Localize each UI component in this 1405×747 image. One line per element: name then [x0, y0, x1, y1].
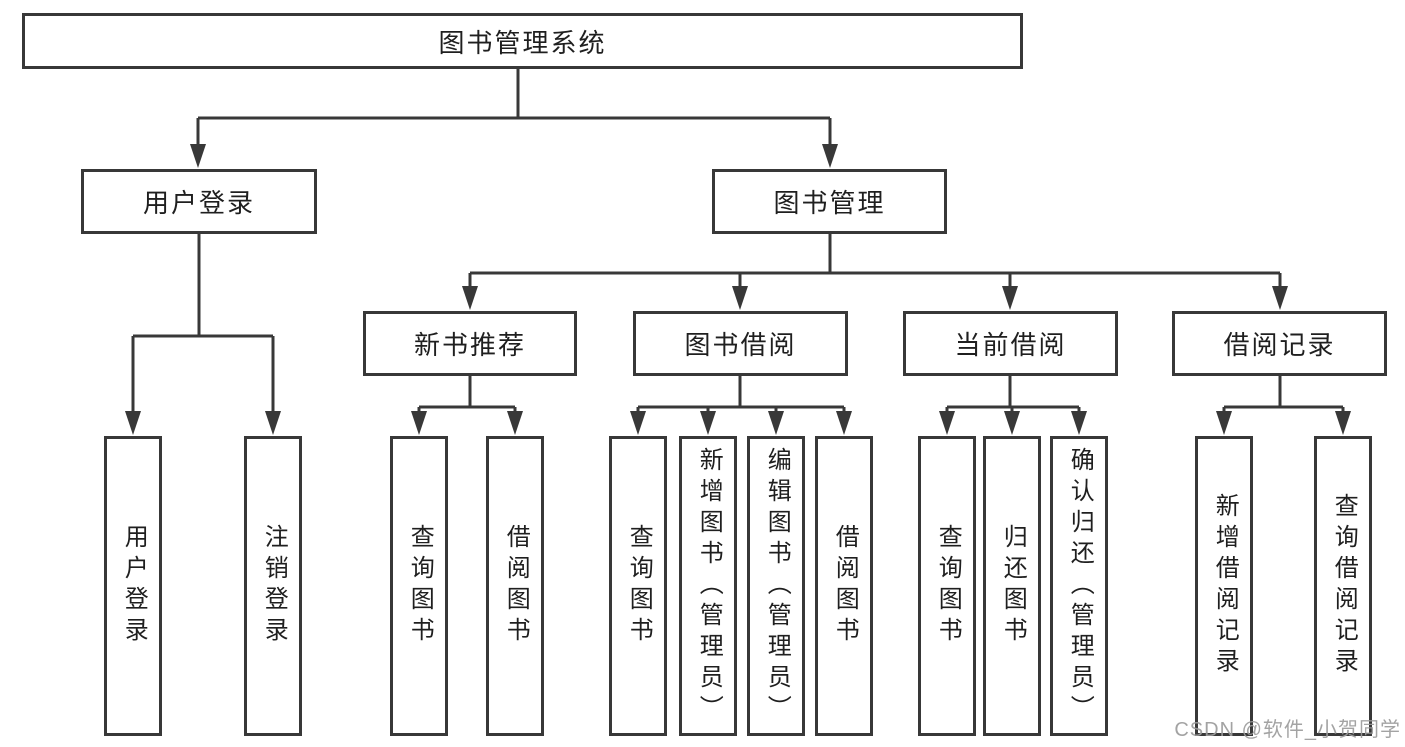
watermark: CSDN @软件_小贺同学: [1174, 719, 1401, 741]
node-login: 用户登录: [104, 436, 162, 736]
connector-book-borrowing-children: [636, 376, 846, 412]
connector-borrowing-records-children: [1222, 376, 1345, 412]
node-recommend-query-book: 查询图书: [390, 436, 448, 736]
node-current-return-book: 归还图书: [983, 436, 1041, 736]
connector-root-children: [196, 69, 832, 148]
node-new-book-recommend: 新书推荐: [363, 311, 577, 376]
connector-current-borrowing-children: [945, 376, 1081, 412]
node-logout: 注销登录: [244, 436, 302, 736]
node-borrowing-records: 借阅记录: [1172, 311, 1387, 376]
arrowheads-book-borrowing-children: [630, 411, 852, 435]
arrowheads-current-borrowing-children: [939, 411, 1087, 435]
node-current-borrowing: 当前借阅: [903, 311, 1118, 376]
node-borrowing-edit-book: 编辑图书（管理员）: [747, 436, 805, 736]
node-root: 图书管理系统: [22, 13, 1023, 69]
node-book-borrowing: 图书借阅: [633, 311, 848, 376]
node-current-query-book: 查询图书: [918, 436, 976, 736]
node-book-management: 图书管理: [712, 169, 947, 234]
connector-new-book-recommend-children: [417, 376, 517, 412]
arrowheads-borrowing-records-children: [1216, 411, 1351, 435]
node-user-login: 用户登录: [81, 169, 317, 234]
arrowheads-user-login-children: [125, 411, 281, 435]
connector-user-login-children: [131, 234, 275, 412]
node-current-confirm-return: 确认归还（管理员）: [1050, 436, 1108, 736]
node-records-add-record: 新增借阅记录: [1195, 436, 1253, 736]
node-borrowing-add-book: 新增图书（管理员）: [679, 436, 737, 736]
node-records-query-record: 查询借阅记录: [1314, 436, 1372, 736]
arrowheads-root-children: [190, 144, 838, 168]
node-recommend-borrow-book: 借阅图书: [486, 436, 544, 736]
arrowheads-book-management-children: [462, 286, 1288, 310]
connector-book-management-children: [468, 234, 1282, 288]
arrowheads-new-book-recommend-children: [411, 411, 523, 435]
node-borrowing-query-book: 查询图书: [609, 436, 667, 736]
node-borrowing-borrow-book: 借阅图书: [815, 436, 873, 736]
